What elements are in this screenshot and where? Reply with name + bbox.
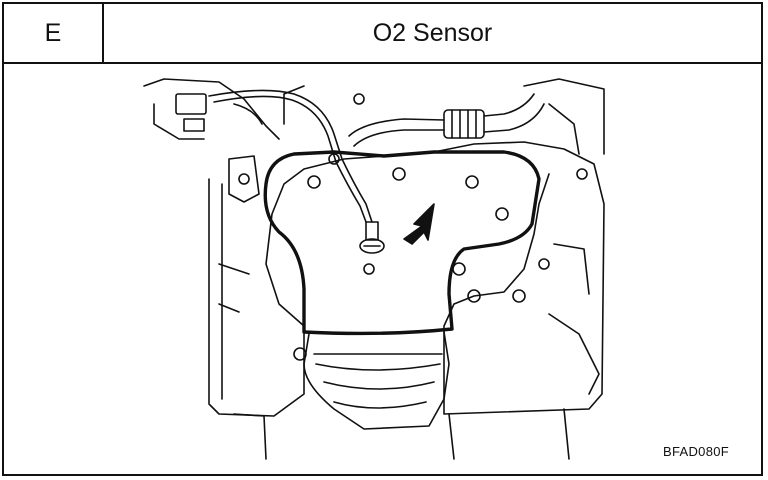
engine-block-top (143, 78, 280, 140)
section-letter: E (4, 4, 104, 62)
engine-block-outline (208, 141, 605, 417)
o2-sensor (359, 221, 385, 254)
sensor-connector (175, 93, 207, 115)
arrow-pointer-icon (403, 203, 435, 245)
header-bar: E O2 Sensor (4, 4, 761, 64)
page-title: O2 Sensor (372, 18, 493, 47)
coolant-hose (348, 118, 445, 137)
figure-frame: E O2 Sensor (2, 2, 763, 476)
exhaust-manifold-heat-shield (263, 150, 541, 336)
sensor-wire (208, 89, 373, 223)
mounting-bracket (228, 155, 260, 203)
catalytic-converter (303, 331, 450, 430)
figure-code: BFAD080F (663, 444, 729, 459)
engine-diagram (143, 78, 605, 460)
